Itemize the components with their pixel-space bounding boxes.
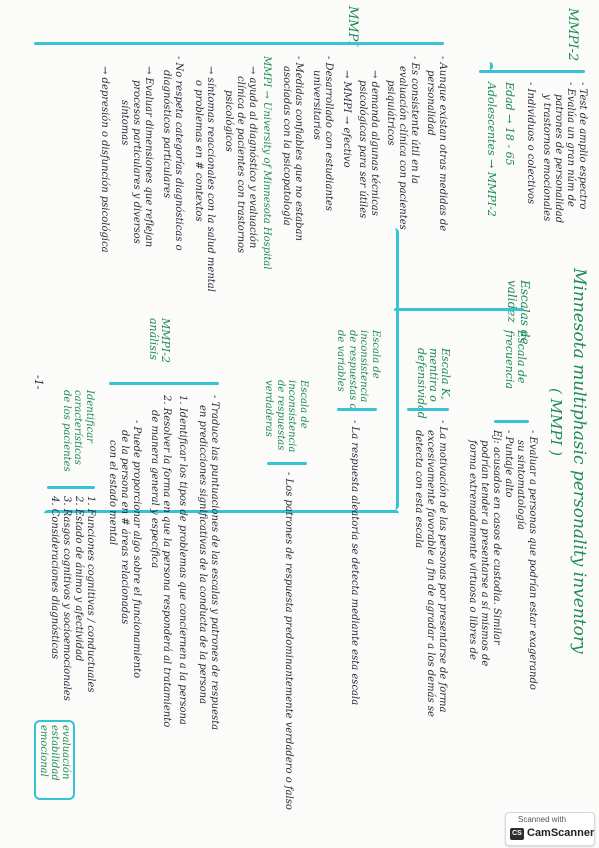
identify-brace — [47, 486, 95, 489]
scale-k-heading: Escala K, mentira o defensividad — [414, 348, 452, 419]
mmpi-note-6: psicológicas para ser útiles — [357, 80, 368, 219]
mmpi2-note-2: patrones de personalidad — [553, 94, 564, 224]
mmpi-note-22: síntomas — [119, 100, 130, 146]
mmpi-note-0: - Aunque existan otras medidas de — [437, 56, 448, 232]
mmpi-note-14: clínica de pacientes con trastornos — [235, 76, 246, 254]
mmpi2-analysis-note-6: de la persona en # áreas relacionadas — [119, 430, 130, 625]
mmpi-note-20: → Evaluar dimensiones que reflejan — [143, 66, 154, 248]
mmpi2-analysis-note-0: - Traduce las puntuaciones de las escala… — [209, 395, 220, 731]
mmpi-note-19: diagnósticos particulares — [161, 70, 172, 199]
scale-f-brace — [494, 420, 529, 423]
mmpi2-note-1: - Evalúa un gran núm de — [565, 82, 576, 207]
mmpi-note-7: → MMPI → efectivo — [341, 70, 352, 168]
mmpi2-note-3: y trastornos emocionales — [541, 94, 552, 222]
identify-heading: Identificar características de los pacie… — [61, 390, 95, 472]
mmpi2-analysis-note-5: - Puede proporcionar algo sobre el funci… — [131, 420, 142, 679]
validity-brace — [394, 308, 524, 311]
identify-item-1: 2. Estado de ánimo y afectividad — [73, 496, 84, 662]
identify-item-3: 4. Consideraciones diagnósticas — [49, 496, 60, 660]
mmpi2-analysis-note-2: 1. Identificar los tipos de problemas qu… — [177, 395, 188, 725]
mmpi-note-9: universitarios — [311, 70, 322, 140]
scale-true-heading: Escala de inconsistencia de respuestas v… — [263, 380, 310, 453]
scale-inconsistent-brace — [337, 408, 377, 411]
mmpi-note-11: asociadas con la psicopatología — [281, 66, 292, 226]
mmpi-note-8: - Desarrollado con estudiantes — [323, 56, 334, 211]
scale-f-note-4: podrían tender a presentarse a sí mismos… — [479, 440, 490, 667]
scale-k-brace — [407, 408, 449, 411]
mmpi2-adolescent: Adolescentes → MMPI-2 — [485, 82, 498, 217]
mmpi-note-17: o problemas en # contextos — [193, 80, 204, 222]
mmpi2-analysis-note-1: en predicciones significativas de la con… — [197, 405, 208, 705]
main-brace-top — [390, 228, 399, 510]
identify-item-0: 1. Funciones cognitivas / conductuales — [85, 496, 96, 693]
mmpi-note-15: psicológicos — [223, 90, 234, 152]
scale-inconsistent-heading: Escala de inconsistencia de respuestas o… — [335, 330, 382, 410]
mmpi-note-18: - No respeta categorías diagnósticas o — [173, 56, 184, 251]
scale-f-heading: Escala de frecuencia — [503, 330, 528, 389]
scale-f-note-2: - Puntaje alto — [503, 430, 514, 498]
mmpi-heading: MMPI — [345, 6, 360, 47]
scale-f-note-1: su sintomatología — [515, 440, 526, 530]
mmpi2-brace — [479, 70, 585, 73]
mmpi-note-4: psiquiátricos — [385, 80, 396, 146]
scale-inconsistent-note: - La respuesta aleatoria se detecta medi… — [349, 420, 360, 706]
mmpi-note-1: personalidad — [425, 70, 436, 136]
mmpi2-analysis-note-3: 2. Resolver la forma en que la persona r… — [161, 395, 172, 728]
mmpi2-analysis-brace — [109, 382, 219, 385]
mmpi2-analysis-note-7: con el estado mental — [107, 440, 118, 546]
title: Minnesota multiphasic personality invent… — [569, 268, 589, 654]
mmpi-note-10: - Medidas confiables que no estaban — [293, 56, 304, 241]
mmpi2-heading: MMPI-2 — [565, 8, 580, 62]
mmpi-note-13: → ayuda al diagnóstico y evaluación — [247, 66, 258, 249]
mmpi-note-5: → demanda algunas técnicas — [369, 70, 380, 216]
page-marker: -1- — [32, 375, 45, 390]
scale-k-note-2: detecta con esta escala — [413, 430, 424, 549]
camscanner-watermark: Scanned with CS CamScanner — [505, 812, 595, 846]
scale-f-note-5: forma extremadamente virtuosa o libres d… — [467, 440, 478, 660]
mmpi-note-3: evaluación clínica con pacientes — [397, 66, 408, 230]
scale-k-note-1: excesivamente favorable a fin de agradar… — [425, 430, 436, 717]
mmpi-note-16: → síntomas reaccionales con la salud men… — [205, 66, 216, 292]
mmpi-note-2: - Es consistente útil en la — [409, 56, 420, 184]
mmpi2-analysis-heading: MMPI-2 análisis — [146, 318, 172, 363]
boxed-note: evaluación estabilidad emocional — [34, 720, 75, 800]
scale-true-note: - Los patrones de respuesta predominante… — [283, 472, 294, 810]
mmpi2-connector — [486, 62, 493, 70]
mmpi-note-12: MMPI → University of Minnesota Hospital — [261, 56, 272, 270]
camscanner-logo-icon: CS — [510, 828, 524, 840]
mmpi2-age: Edad → 18 - 65 — [503, 82, 516, 166]
camscanner-brand: CamScanner — [527, 827, 595, 839]
mmpi2-note-4: - Individuos o colectivos — [525, 82, 536, 205]
mmpi-note-21: procesos particulares y diversos — [131, 80, 142, 244]
scale-f-note-0: - Evaluar a personas que podrían estar e… — [527, 430, 538, 690]
main-brace — [44, 510, 399, 517]
mmpi-note-23: → depresión o disfunción psicológica — [99, 66, 110, 253]
mmpi2-analysis-note-4: de manera general y específica — [149, 410, 160, 569]
scale-f-note-3: Ej: acusados en casos de custodia. Simil… — [491, 430, 502, 645]
mmpi2-note-0: - Test de amplio espectro — [577, 82, 588, 210]
mmpi-brace — [34, 42, 444, 45]
scale-true-brace — [267, 462, 307, 465]
title-abbr: ( MMPI ) — [547, 388, 565, 456]
scale-k-note-0: - La motivación de las personas por pres… — [437, 420, 448, 713]
scanned-with-label: Scanned with — [518, 815, 567, 824]
identify-item-2: 3. Rasgos cognitivos y socioemocionales — [61, 496, 72, 701]
